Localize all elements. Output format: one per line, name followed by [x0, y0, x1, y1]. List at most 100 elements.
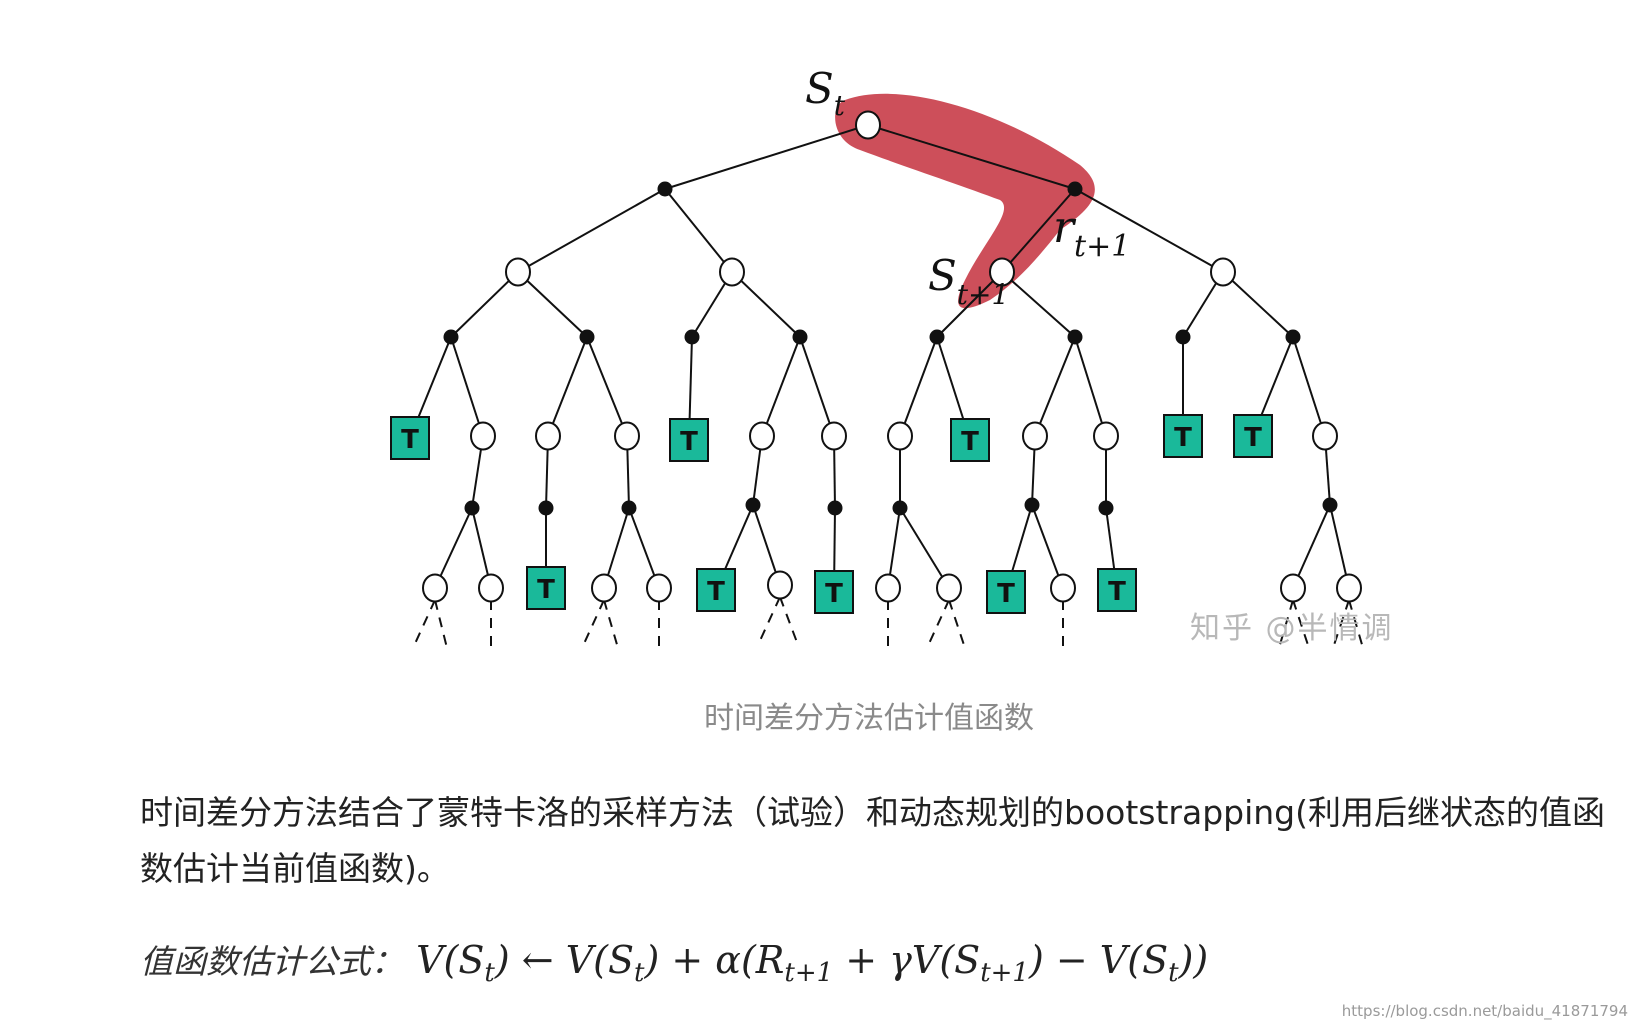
terminal-node: T: [1233, 414, 1273, 458]
state-node: [989, 257, 1015, 287]
state-node: [646, 573, 672, 603]
action-node: [1322, 497, 1338, 513]
tree-edge: [799, 336, 835, 437]
tree-edge: [761, 336, 801, 437]
tree-edge: [1074, 336, 1107, 437]
terminal-label: T: [680, 427, 698, 457]
state-node: [1050, 573, 1076, 603]
tree-edge: [1001, 271, 1076, 338]
tree-edge: [936, 271, 1003, 338]
terminal-node: T: [950, 418, 990, 462]
state-node: [535, 421, 561, 451]
state-node: [875, 573, 901, 603]
continuation-dash: [757, 596, 781, 646]
terminal-node: T: [669, 418, 709, 462]
state-node: [1210, 257, 1236, 287]
terminal-label: T: [707, 577, 725, 607]
tree-edge: [1222, 271, 1294, 338]
terminal-node: T: [1097, 568, 1137, 612]
formula-label: 值函数估计公式：: [140, 942, 404, 981]
state-node: [855, 110, 881, 140]
tree-edge: [1034, 336, 1076, 437]
terminal-node: T: [696, 568, 736, 612]
state-node: [821, 421, 847, 451]
tree-edge: [1031, 504, 1064, 589]
state-node: [749, 421, 775, 451]
tree-edge: [731, 271, 801, 338]
label-s-t1: St+1: [928, 251, 1009, 311]
td-backup-tree-diagram: T T T T T T T T T T St rt+1 St+1: [390, 64, 1364, 649]
continuation-dash: [434, 599, 448, 649]
action-node: [1024, 497, 1040, 513]
continuation-dashes: [412, 596, 1364, 649]
formula-rhs: V(St) + α(Rt+1 + γV(St+1) − V(St)): [565, 938, 1209, 988]
tree-edge: [450, 336, 484, 437]
state-node: [936, 573, 962, 603]
terminal-node: T: [390, 416, 430, 460]
action-node: [684, 329, 700, 345]
terminal-label: T: [825, 579, 843, 609]
tree-edge: [1074, 188, 1224, 273]
action-node: [1067, 181, 1083, 197]
tree-edge: [1292, 336, 1326, 437]
action-node: [745, 497, 761, 513]
description-paragraph: 时间差分方法结合了蒙特卡洛的采样方法（试验）和动态规划的bootstrappin…: [140, 793, 1605, 888]
value-function-formula: 值函数估计公式： V(St) ← V(St) + α(Rt+1 + γV(St+…: [140, 935, 1540, 988]
terminal-label: T: [997, 579, 1015, 609]
tree-edge: [586, 336, 628, 437]
action-node: [929, 329, 945, 345]
state-node: [1093, 421, 1119, 451]
continuation-dash: [1332, 599, 1350, 649]
terminal-label: T: [401, 425, 419, 455]
state-node: [767, 570, 793, 600]
terminal-node: T: [1163, 414, 1203, 458]
state-node: [478, 573, 504, 603]
state-node: [1336, 573, 1362, 603]
terminal-node: T: [986, 570, 1026, 614]
tree-edge: [517, 188, 666, 273]
action-node: [538, 500, 554, 516]
terminal-label: T: [1174, 423, 1192, 453]
action-node: [827, 500, 843, 516]
highlight-backup-path: [835, 93, 1095, 309]
tree-edge: [867, 124, 1076, 190]
continuation-dash: [581, 599, 605, 649]
tree-edge: [547, 336, 588, 437]
formula-lhs: V(St): [416, 938, 510, 988]
terminal-label: T: [1108, 577, 1126, 607]
continuation-dash: [412, 599, 436, 649]
continuation-dash: [1348, 599, 1364, 649]
tree-edge: [664, 124, 869, 190]
state-node: [614, 421, 640, 451]
state-node: [1280, 573, 1306, 603]
watermark: 知乎 @半情调: [1190, 611, 1394, 646]
tree-edge: [450, 271, 519, 338]
continuation-dash: [779, 596, 799, 646]
terminal-node: T: [526, 566, 566, 610]
state-node: [422, 573, 448, 603]
tree-edge: [899, 336, 938, 437]
terminal-label: T: [1244, 423, 1262, 453]
state-node: [470, 421, 496, 451]
action-node: [579, 329, 595, 345]
state-node: [1312, 421, 1338, 451]
tree-edge: [434, 507, 473, 589]
action-node: [657, 181, 673, 197]
tree-edge: [664, 188, 733, 273]
continuation-dash: [1292, 599, 1310, 649]
action-node: [792, 329, 808, 345]
action-node: [621, 500, 637, 516]
continuation-dash: [1278, 599, 1294, 649]
label-s-t: St: [805, 64, 846, 122]
terminal-label: T: [537, 575, 555, 605]
state-node: [591, 573, 617, 603]
action-node: [1067, 329, 1083, 345]
figure-caption: 时间差分方法估计值函数: [704, 701, 1034, 736]
formula-arrow: ←: [521, 938, 554, 982]
tree-edges: [409, 124, 1350, 593]
label-r-t1: rt+1: [1053, 202, 1130, 264]
continuation-dash: [926, 599, 950, 649]
terminal-node: T: [814, 570, 854, 614]
continuation-dash: [603, 599, 619, 649]
tree-edge: [517, 271, 588, 338]
